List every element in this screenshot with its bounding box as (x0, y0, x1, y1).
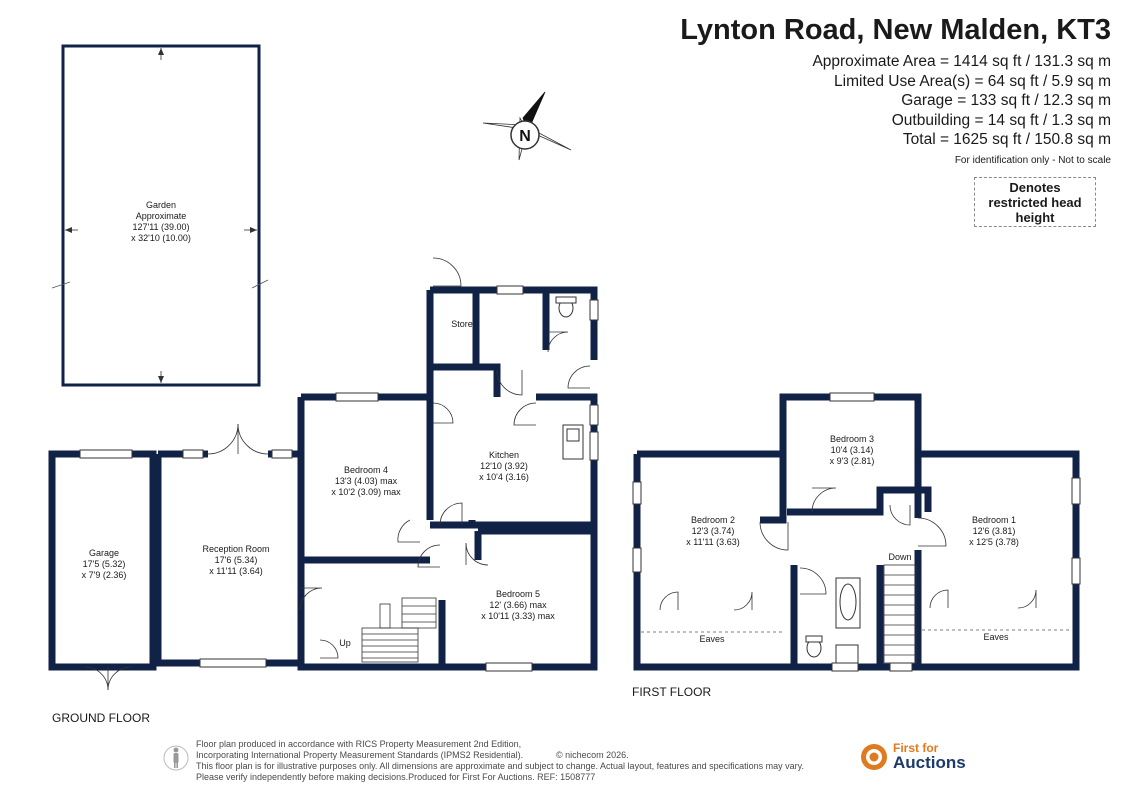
store-label: Store (451, 319, 473, 329)
stairs-up-label: Up (339, 638, 351, 648)
bedroom3-dim-2: x 9'3 (2.81) (830, 456, 875, 466)
ground-floor-stairs (361, 597, 437, 663)
bedroom5-dim-2: x 10'11 (3.33) max (481, 611, 555, 621)
disclaimer-line-2: Incorporating International Property Mea… (196, 750, 524, 760)
area-line-outbuilding: Outbuilding = 14 sq ft / 1.3 sq m (891, 111, 1111, 129)
compass-icon: N (482, 91, 572, 161)
eaves-right-label: Eaves (983, 632, 1009, 642)
identification-note: For identification only - Not to scale (954, 155, 1111, 166)
bedroom1-dim-2: x 12'5 (3.78) (969, 537, 1019, 547)
first-floor-label: FIRST FLOOR (632, 685, 712, 699)
bedroom4-label: Bedroom 4 (344, 465, 388, 475)
reception-dim-2: x 11'11 (3.64) (209, 566, 262, 576)
garden-approx: Approximate (136, 211, 187, 221)
bedroom3-dim-1: 10'4 (3.14) (831, 445, 874, 455)
ground-floor-door-swings (84, 257, 591, 691)
kitchen-dim-2: x 10'4 (3.16) (479, 472, 529, 482)
garden-dim-2: x 32'10 (10.00) (131, 233, 191, 243)
garden-label: Garden (146, 200, 176, 210)
ground-floor-fixtures (79, 285, 599, 672)
kitchen-dim-1: 12'10 (3.92) (480, 461, 528, 471)
area-line-limited-use: Limited Use Area(s) = 64 sq ft / 5.9 sq … (834, 72, 1111, 90)
first-floor-door-swings (659, 487, 1037, 611)
first-for-auctions-logo: First for Auctions (860, 742, 966, 772)
garage-dim-1: 17'5 (5.32) (83, 559, 126, 569)
compass-letter: N (519, 128, 531, 145)
garden-area: Garden Approximate 127'11 (39.00) x 32'1… (51, 44, 269, 387)
reception-label: Reception Room (202, 544, 269, 554)
first-floor-dashed-lines (641, 629, 1072, 633)
disclaimer: Floor plan produced in accordance with R… (196, 739, 804, 783)
bedroom1-label: Bedroom 1 (972, 515, 1016, 525)
logo-text-first-for: First for (893, 741, 939, 755)
garage-label: Garage (89, 548, 119, 558)
reception-dim-1: 17'6 (5.34) (215, 555, 258, 565)
area-line-approximate: Approximate Area = 1414 sq ft / 131.3 sq… (812, 53, 1111, 70)
bedroom5-dim-1: 12' (3.66) max (489, 600, 547, 610)
garden-dim-1: 127'11 (39.00) (132, 222, 189, 232)
bedroom2-dim-1: 12'3 (3.74) (692, 526, 735, 536)
bedroom2-dim-2: x 11'11 (3.63) (686, 537, 739, 547)
bedroom1-dim-1: 12'6 (3.81) (973, 526, 1016, 536)
first-floor-stairs (883, 564, 917, 664)
person-scale-icon (163, 745, 189, 771)
area-line-garage: Garage = 133 sq ft / 12.3 sq m (901, 92, 1111, 109)
bedroom5-label: Bedroom 5 (496, 589, 540, 599)
disclaimer-line-1: Floor plan produced in accordance with R… (196, 739, 522, 749)
stairs-down-label: Down (888, 552, 911, 562)
restricted-height-key: Denotes restricted head height (974, 177, 1096, 227)
first-floor-room-labels: Bedroom 2 12'3 (3.74) x 11'11 (3.63) Bed… (686, 434, 1019, 644)
copyright: © nichecom 2026. (556, 750, 629, 760)
logo-badge-icon (861, 744, 887, 770)
first-floor-plan (633, 393, 1080, 671)
area-line-total: Total = 1625 sq ft / 150.8 sq m (902, 131, 1111, 148)
area-summary: Approximate Area = 1414 sq ft / 131.3 sq… (812, 52, 1111, 150)
kitchen-label: Kitchen (489, 450, 519, 460)
ground-floor-label: GROUND FLOOR (52, 711, 151, 725)
disclaimer-line-3: This floor plan is for illustrative purp… (196, 761, 804, 771)
restricted-height-label: Denotes restricted head height (988, 179, 1082, 225)
bedroom4-dim-2: x 10'2 (3.09) max (331, 487, 401, 497)
bedroom2-label: Bedroom 2 (691, 515, 735, 525)
property-title: Lynton Road, New Malden, KT3 (680, 14, 1111, 46)
eaves-left-label: Eaves (699, 634, 725, 644)
logo-text-auctions: Auctions (893, 753, 966, 772)
ground-floor-plan (48, 286, 598, 671)
bedroom3-label: Bedroom 3 (830, 434, 874, 444)
first-floor-fixtures (632, 392, 1081, 672)
disclaimer-line-4: Please verify independently before makin… (196, 772, 596, 782)
ground-floor-room-labels: Store Garage 17'5 (5.32) x 7'9 (2.36) Re… (82, 319, 556, 648)
garage-dim-2: x 7'9 (2.36) (82, 570, 127, 580)
bedroom4-dim-1: 13'3 (4.03) max (335, 476, 398, 486)
